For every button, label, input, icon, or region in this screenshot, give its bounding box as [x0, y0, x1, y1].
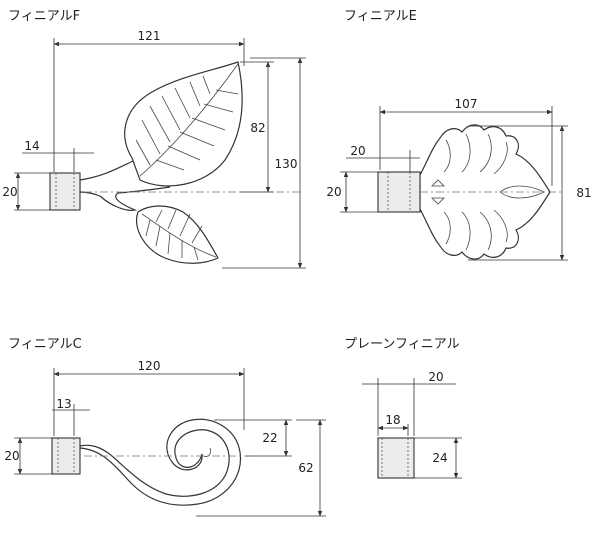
plain-finial-height-label: 24 [432, 451, 447, 465]
finial-c-height-total-label: 62 [298, 461, 313, 475]
finial-f-dim-height-total: 130 [222, 57, 306, 269]
finial-e-lower-scrolls [443, 209, 508, 251]
finial-f-cap-length-label: 14 [24, 139, 39, 153]
finial-c-cap-length-label: 13 [56, 397, 71, 411]
finial-e-cap-length-label: 20 [350, 144, 365, 158]
finial-f-upper-leaf [124, 61, 243, 187]
finial-f-cap [49, 172, 81, 211]
panel-finial-e: フィニアルE 107 81 [326, 9, 592, 261]
plain-finial-cap [377, 437, 415, 479]
finial-e-width-label: 107 [455, 97, 478, 111]
plain-finial-dim-width: 20 [362, 370, 456, 436]
finial-e-cap [377, 171, 421, 213]
finial-f-lower-leaf-veins [145, 209, 203, 261]
finial-e-upper-scrolls [443, 133, 508, 175]
finial-e-dim-cap-length: 20 [346, 144, 420, 172]
panel-plain-finial: プレーンフィニアル 20 18 24 [344, 337, 462, 479]
finial-f-cap-diameter-label: 20 [2, 185, 17, 199]
plain-finial-dim-cap-length: 18 [377, 413, 409, 436]
finial-e-dim-height: 81 [468, 125, 592, 261]
finial-f-width-label: 121 [138, 29, 161, 43]
panel-finial-f: フィニアルF 121 [2, 9, 306, 269]
panel-finial-c: フィニアルC 120 22 [4, 337, 326, 517]
finial-c-dim-cap-length: 13 [52, 397, 90, 436]
finial-e-cap-diameter-label: 20 [326, 185, 341, 199]
finial-c-width-label: 120 [138, 359, 161, 373]
finial-f-height-total-label: 130 [275, 157, 298, 171]
finial-e-dim-cap-diameter: 20 [326, 171, 378, 213]
finial-f-lower-leaf-midrib [141, 213, 217, 258]
finial-c-cap [51, 437, 81, 475]
finial-c-cap-diameter-label: 20 [4, 449, 19, 463]
finial-c-scroll [79, 418, 242, 506]
finial-f-lower-leaf [136, 205, 219, 264]
plain-finial-dim-height: 24 [414, 437, 462, 479]
finial-f-dim-cap-length: 14 [22, 139, 94, 172]
finial-c-height-upper-label: 22 [262, 431, 277, 445]
panel-plain-title: プレーンフィニアル [344, 337, 460, 352]
finial-f-upper-leaf-veins [135, 75, 239, 171]
finial-f-dim-cap-diameter: 20 [2, 172, 50, 211]
finial-e-drawing [377, 124, 562, 260]
finial-e-height-label: 81 [576, 186, 591, 200]
finial-e-dim-width: 107 [379, 97, 553, 186]
finial-f-upper-leaf-midrib [139, 63, 239, 177]
finial-e-diamonds [431, 179, 445, 205]
plain-finial-drawing [377, 437, 415, 479]
panel-f-title: フィニアルF [8, 9, 80, 24]
finial-c-dim-height-upper: 22 [214, 419, 292, 457]
panel-c-title: フィニアルC [8, 337, 82, 352]
plain-finial-cap-length-label: 18 [385, 413, 400, 427]
finial-f-dim-width: 121 [53, 29, 245, 172]
finial-f-height-upper-label: 82 [250, 121, 265, 135]
finial-f-drawing [49, 61, 300, 264]
plain-finial-width-label: 20 [428, 370, 443, 384]
finial-c-drawing [51, 418, 250, 506]
finial-c-dim-height-total: 62 [196, 419, 326, 517]
finial-c-dim-cap-diameter: 20 [4, 437, 52, 475]
finial-c-scroll-tip [203, 447, 211, 457]
finial-f-dim-height-upper: 82 [240, 61, 274, 193]
panel-e-title: フィニアルE [344, 9, 417, 24]
